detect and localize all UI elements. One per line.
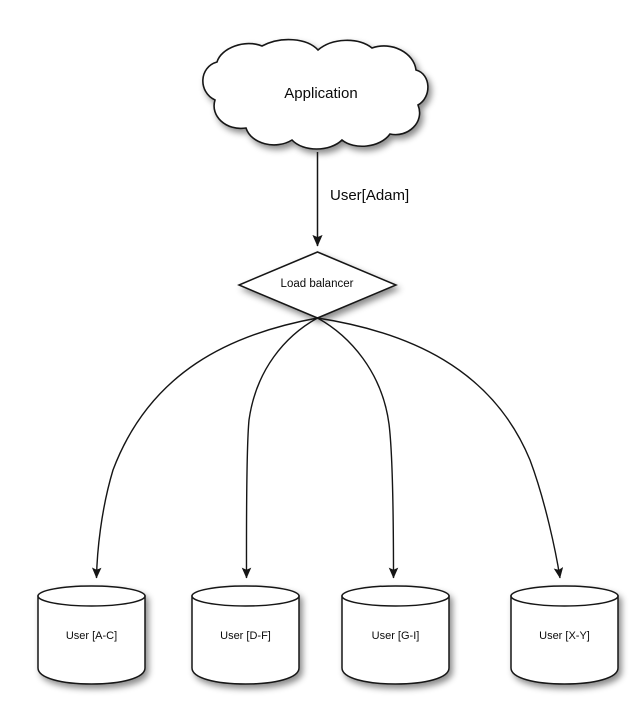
edge-load-balancer-to-db-xy: [317, 317, 564, 579]
cylinder-body: [37, 595, 146, 685]
edge-load-balancer-to-db-ac: [91, 317, 318, 579]
node-load-balancer[interactable]: [237, 251, 398, 319]
cylinder-top: [191, 585, 300, 607]
cloud-shape: [202, 38, 429, 150]
diamond-shape: [237, 251, 398, 319]
node-db-xy[interactable]: [510, 585, 619, 685]
cylinder-top: [510, 585, 619, 607]
edge-load-balancer-to-db-df: [241, 317, 318, 579]
cylinder-top: [37, 585, 146, 607]
node-db-ac[interactable]: [37, 585, 146, 685]
cylinder-body: [191, 595, 300, 685]
cylinder-body: [341, 595, 450, 685]
edge-load-balancer-to-db-gi: [317, 317, 399, 579]
node-db-gi[interactable]: [341, 585, 450, 685]
node-db-df[interactable]: [191, 585, 300, 685]
node-application[interactable]: [202, 38, 429, 150]
cylinder-top: [341, 585, 450, 607]
cylinder-body: [510, 595, 619, 685]
